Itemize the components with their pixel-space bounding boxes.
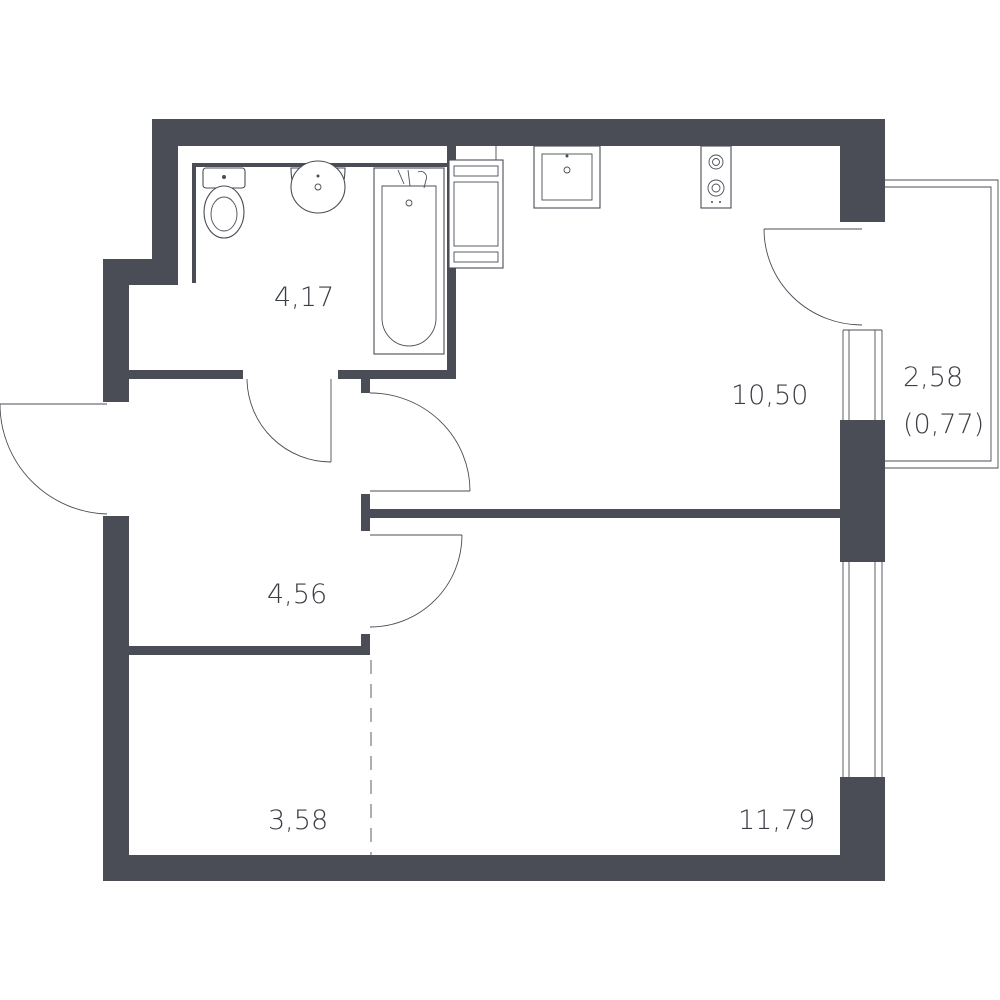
door-living	[369, 534, 463, 628]
door-balcony	[763, 228, 863, 326]
refrigerator-icon	[448, 146, 504, 269]
kitchen-sink-icon	[533, 145, 601, 209]
wall-hall-storage	[129, 646, 370, 655]
balcony-area-label: 2,58	[903, 362, 963, 393]
toilet-icon	[202, 167, 246, 239]
window-kitchen	[842, 329, 883, 420]
door-entrance	[0, 403, 108, 515]
wall-left-upper	[103, 259, 129, 402]
wall-bath-left-inner	[192, 163, 196, 283]
cooktop-icon	[700, 145, 732, 209]
storage-area-label: 3,58	[268, 805, 328, 836]
hall-area-label: 4,56	[267, 579, 327, 610]
wall-right-bottom	[840, 777, 885, 881]
wall-left-lower	[103, 516, 129, 881]
wall-kitchen-living	[361, 509, 840, 518]
bathtub-icon	[373, 167, 445, 355]
wall-bottom	[103, 855, 885, 881]
washbasin-icon	[290, 160, 346, 214]
exterior-walls	[103, 119, 885, 881]
wall-right-top	[840, 119, 885, 222]
balcony-reduced-area-label: (0,77)	[903, 409, 984, 440]
door-kitchen	[369, 392, 471, 492]
living-area-label: 11,79	[738, 805, 815, 836]
window-living	[842, 562, 883, 777]
bathroom-area-label: 4,17	[274, 282, 334, 313]
wall-storage-stub	[361, 634, 370, 655]
wall-bath-hall-right	[338, 370, 456, 379]
wall-hall-stub-mid	[361, 494, 370, 531]
wall-top-left-notch	[152, 119, 178, 285]
balcony	[885, 179, 999, 469]
wall-hall-stub-top	[361, 379, 370, 393]
wall-top	[152, 119, 885, 146]
wall-right-middle	[840, 420, 885, 562]
wall-bath-hall-left	[129, 370, 243, 379]
door-bathroom	[246, 378, 332, 463]
kitchen-area-label: 10,50	[731, 380, 808, 411]
